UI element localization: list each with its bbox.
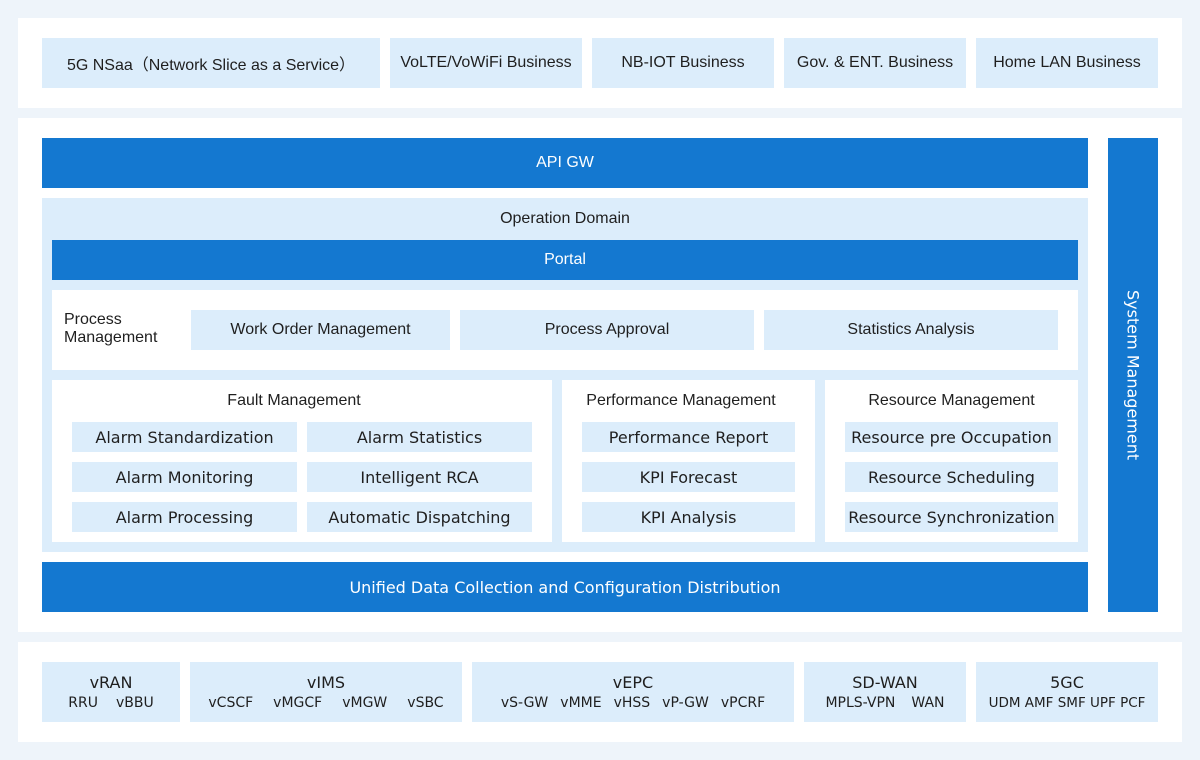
resource-management-title: Resource Management xyxy=(868,392,1035,409)
unified-data-bar[interactable]: Unified Data Collection and Configuratio… xyxy=(42,562,1088,612)
statistics-analysis-label: Statistics Analysis xyxy=(847,321,975,338)
network-vran-sub: RRU xyxy=(68,695,98,711)
network-vims-sub: vMGCF xyxy=(273,695,323,711)
alarm-processing-label: Alarm Processing xyxy=(115,507,254,527)
portal-label: Portal xyxy=(544,251,586,268)
business-gov-ent[interactable]: Gov. & ENT. Business xyxy=(784,38,966,88)
business-home-lan[interactable]: Home LAN Business xyxy=(976,38,1158,88)
alarm-processing[interactable]: Alarm Processing xyxy=(72,502,297,532)
automatic-dispatching[interactable]: Automatic Dispatching xyxy=(307,502,532,532)
network-vims[interactable]: vIMS vCSCF vMGCF vMGW vSBC xyxy=(190,662,462,722)
network-vepc[interactable]: vEPC vS-GW vMME vHSS vP-GW vPCRF xyxy=(472,662,794,722)
kpi-forecast-label: KPI Forecast xyxy=(639,467,738,487)
system-management-label: System Management xyxy=(1123,289,1143,461)
resource-scheduling-label: Resource Scheduling xyxy=(868,467,1035,487)
business-home-lan-label: Home LAN Business xyxy=(993,54,1141,71)
work-order-management-label: Work Order Management xyxy=(230,321,411,338)
network-vran[interactable]: vRAN RRU vBBU xyxy=(42,662,180,722)
business-nbiot[interactable]: NB-IOT Business xyxy=(592,38,774,88)
api-gw-bar[interactable]: API GW xyxy=(42,138,1088,188)
resource-synchronization-label: Resource Synchronization xyxy=(848,507,1055,527)
performance-report[interactable]: Performance Report xyxy=(582,422,795,452)
automatic-dispatching-label: Automatic Dispatching xyxy=(328,507,511,527)
unified-data-label: Unified Data Collection and Configuratio… xyxy=(349,577,781,597)
network-vims-sub: vMGW xyxy=(342,695,388,711)
network-vepc-sub: vP-GW xyxy=(662,695,709,711)
operation-domain-title: Operation Domain xyxy=(500,210,630,227)
network-sdwan-title: SD-WAN xyxy=(852,673,918,692)
business-volte[interactable]: VoLTE/VoWiFi Business xyxy=(390,38,582,88)
kpi-analysis-label: KPI Analysis xyxy=(640,507,737,527)
process-approval-label: Process Approval xyxy=(544,321,670,338)
alarm-monitoring-label: Alarm Monitoring xyxy=(115,467,254,487)
network-vims-sub: vCSCF xyxy=(208,695,254,711)
resource-pre-occupation-label: Resource pre Occupation xyxy=(851,427,1052,447)
business-5g-nsaa[interactable]: 5G NSaa（Network Slice as a Service） xyxy=(42,38,380,88)
network-vepc-sub: vHSS xyxy=(613,695,651,711)
performance-report-label: Performance Report xyxy=(608,427,769,447)
kpi-forecast[interactable]: KPI Forecast xyxy=(582,462,795,492)
intelligent-rca[interactable]: Intelligent RCA xyxy=(307,462,532,492)
portal-bar[interactable]: Portal xyxy=(52,240,1078,280)
work-order-management[interactable]: Work Order Management xyxy=(191,310,450,350)
network-vepc-sub: vS-GW xyxy=(500,695,549,711)
network-vims-sub: vSBC xyxy=(407,695,444,711)
resource-pre-occupation[interactable]: Resource pre Occupation xyxy=(845,422,1058,452)
alarm-statistics[interactable]: Alarm Statistics xyxy=(307,422,532,452)
network-5gc-title: 5GC xyxy=(1050,673,1084,692)
fault-management-title: Fault Management xyxy=(227,392,361,409)
network-vran-title: vRAN xyxy=(89,673,133,692)
intelligent-rca-label: Intelligent RCA xyxy=(360,467,479,487)
network-sdwan-sub: MPLS-VPN xyxy=(825,695,896,711)
resource-scheduling[interactable]: Resource Scheduling xyxy=(845,462,1058,492)
process-management-label: Process Management xyxy=(64,311,158,346)
process-approval[interactable]: Process Approval xyxy=(460,310,754,350)
api-gw-label: API GW xyxy=(536,154,594,171)
network-5gc-sub: UDM AMF SMF UPF PCF xyxy=(988,695,1146,711)
business-nbiot-label: NB-IOT Business xyxy=(621,54,745,71)
network-vepc-sub: vMME xyxy=(560,695,602,711)
alarm-statistics-label: Alarm Statistics xyxy=(356,427,483,447)
kpi-analysis[interactable]: KPI Analysis xyxy=(582,502,795,532)
alarm-monitoring[interactable]: Alarm Monitoring xyxy=(72,462,297,492)
alarm-standardization-label: Alarm Standardization xyxy=(95,427,274,447)
system-management-bar[interactable]: System Management xyxy=(1108,138,1158,612)
alarm-standardization[interactable]: Alarm Standardization xyxy=(72,422,297,452)
business-volte-label: VoLTE/VoWiFi Business xyxy=(400,54,572,71)
network-5gc[interactable]: 5GC UDM AMF SMF UPF PCF xyxy=(976,662,1158,722)
network-vepc-title: vEPC xyxy=(612,673,654,692)
statistics-analysis[interactable]: Statistics Analysis xyxy=(764,310,1058,350)
network-vepc-sub: vPCRF xyxy=(720,695,766,711)
business-gov-ent-label: Gov. & ENT. Business xyxy=(796,54,954,71)
network-sdwan[interactable]: SD-WAN MPLS-VPN WAN xyxy=(804,662,966,722)
network-vran-sub: vBBU xyxy=(115,695,154,711)
resource-synchronization[interactable]: Resource Synchronization xyxy=(845,502,1058,532)
network-sdwan-sub: WAN xyxy=(911,695,945,711)
business-5g-nsaa-label: 5G NSaa（Network Slice as a Service） xyxy=(66,57,356,74)
network-vims-title: vIMS xyxy=(306,673,346,692)
performance-management-title: Performance Management xyxy=(586,392,776,409)
